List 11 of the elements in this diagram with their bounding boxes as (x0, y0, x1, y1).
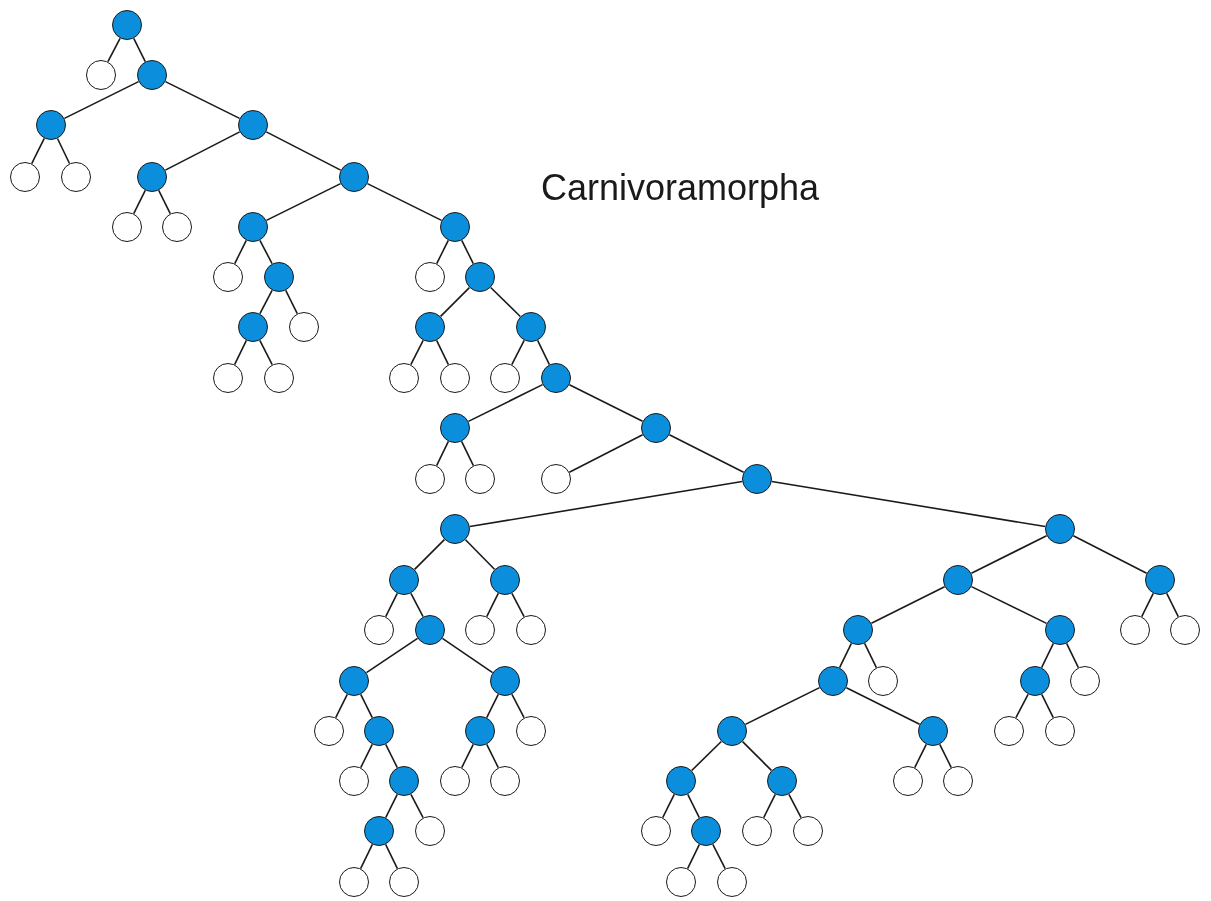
branch-line (464, 538, 496, 571)
branch-line (469, 480, 743, 528)
branch-line (439, 286, 471, 318)
branch-line (489, 286, 522, 318)
branch-line (741, 740, 773, 772)
branch-line (690, 740, 723, 772)
branch-line (365, 637, 419, 674)
clade-label: Carnivoramorpha (541, 166, 820, 210)
branch-line (413, 538, 446, 571)
branch-line (441, 637, 494, 674)
branch-line (771, 480, 1046, 528)
